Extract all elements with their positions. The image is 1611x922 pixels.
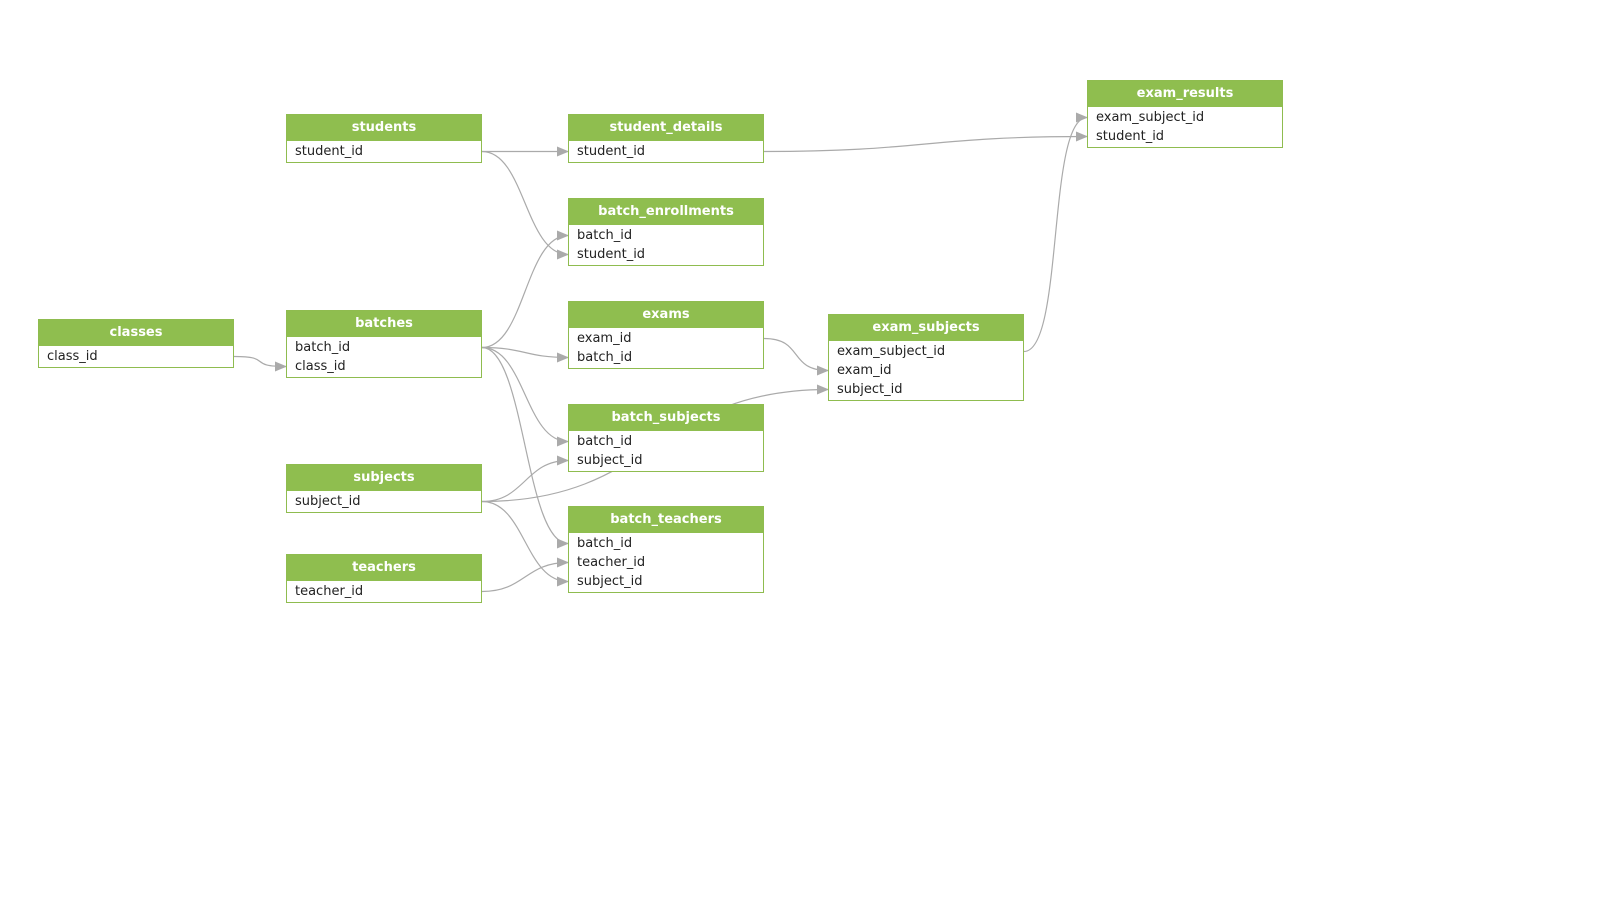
table-batches[interactable]: batches batch_id class_id <box>286 310 482 378</box>
table-header: teachers <box>287 555 481 581</box>
table-student-details[interactable]: student_details student_id <box>568 114 764 163</box>
edge-exam-subjects-to-exam-results <box>1023 112 1088 353</box>
table-fields: teacher_id <box>287 581 481 602</box>
edge-batches-to-exams <box>481 346 569 363</box>
field-batch-id: batch_id <box>577 536 633 551</box>
field-subject-id: subject_id <box>577 453 643 468</box>
table-header: batch_teachers <box>569 507 763 533</box>
table-header: exam_results <box>1088 81 1282 107</box>
table-fields: student_id <box>287 141 481 162</box>
table-batch-enrollments[interactable]: batch_enrollments batch_id student_id <box>568 198 764 266</box>
table-subjects[interactable]: subjects subject_id <box>286 464 482 513</box>
table-batch-subjects[interactable]: batch_subjects batch_id subject_id <box>568 404 764 472</box>
edge-batches-to-batch-teachers <box>481 346 569 549</box>
field-teacher-id: teacher_id <box>295 584 364 599</box>
table-exam-results[interactable]: exam_results exam_subject_id student_id <box>1087 80 1283 148</box>
field-exam-id: exam_id <box>837 363 892 378</box>
field-batch-id: batch_id <box>295 340 351 355</box>
edge-teachers-to-batch-teachers <box>481 557 569 593</box>
field-class-id: class_id <box>47 349 98 364</box>
table-header: classes <box>39 320 233 346</box>
table-header: students <box>287 115 481 141</box>
edge-subjects-to-batch-teachers <box>481 500 569 587</box>
table-exams[interactable]: exams exam_id batch_id <box>568 301 764 369</box>
table-header: batches <box>287 311 481 337</box>
edge-batches-to-batch-subjects <box>481 346 569 447</box>
field-student-id: student_id <box>577 247 646 262</box>
table-fields: subject_id <box>287 491 481 512</box>
table-batch-teachers[interactable]: batch_teachers batch_id teacher_id subject_… <box>568 506 764 593</box>
table-header: batch_subjects <box>569 405 763 431</box>
field-student-id: student_id <box>1096 129 1165 144</box>
field-student-id: student_id <box>295 144 364 159</box>
table-fields: batch_id subject_id <box>569 431 763 471</box>
field-teacher-id: teacher_id <box>577 555 646 570</box>
table-classes[interactable]: classes class_id <box>38 319 234 368</box>
field-subject-id: subject_id <box>295 494 361 509</box>
table-header: subjects <box>287 465 481 491</box>
table-fields: student_id <box>569 141 763 162</box>
table-fields: class_id <box>39 346 233 367</box>
field-batch-id: batch_id <box>577 228 633 243</box>
table-fields: batch_id student_id <box>569 225 763 265</box>
table-fields: exam_subject_id student_id <box>1088 107 1282 147</box>
table-students[interactable]: students student_id <box>286 114 482 163</box>
edge-students-to-batch-enrollments <box>481 150 569 260</box>
edge-exams-to-exam-subjects <box>763 337 829 376</box>
table-header: exam_subjects <box>829 315 1023 341</box>
field-subject-id: subject_id <box>577 574 643 589</box>
field-exam-subject-id: exam_subject_id <box>837 344 946 359</box>
field-class-id: class_id <box>295 359 346 374</box>
edge-classes-to-batches <box>233 355 287 372</box>
field-subject-id: subject_id <box>837 382 903 397</box>
edge-batches-to-batch-enrollments <box>481 230 569 349</box>
field-batch-id: batch_id <box>577 434 633 449</box>
table-header: batch_enrollments <box>569 199 763 225</box>
table-fields: batch_id class_id <box>287 337 481 377</box>
table-fields: exam_id batch_id <box>569 328 763 368</box>
table-fields: batch_id teacher_id subject_id <box>569 533 763 592</box>
field-exam-id: exam_id <box>577 331 632 346</box>
edge-student-details-to-exam-results <box>763 131 1088 153</box>
edge-subjects-to-batch-subjects <box>481 455 569 503</box>
field-batch-id: batch_id <box>577 350 633 365</box>
field-student-id: student_id <box>577 144 646 159</box>
field-exam-subject-id: exam_subject_id <box>1096 110 1205 125</box>
table-teachers[interactable]: teachers teacher_id <box>286 554 482 603</box>
table-fields: exam_subject_id exam_id subject_id <box>829 341 1023 400</box>
table-header: exams <box>569 302 763 328</box>
table-header: student_details <box>569 115 763 141</box>
